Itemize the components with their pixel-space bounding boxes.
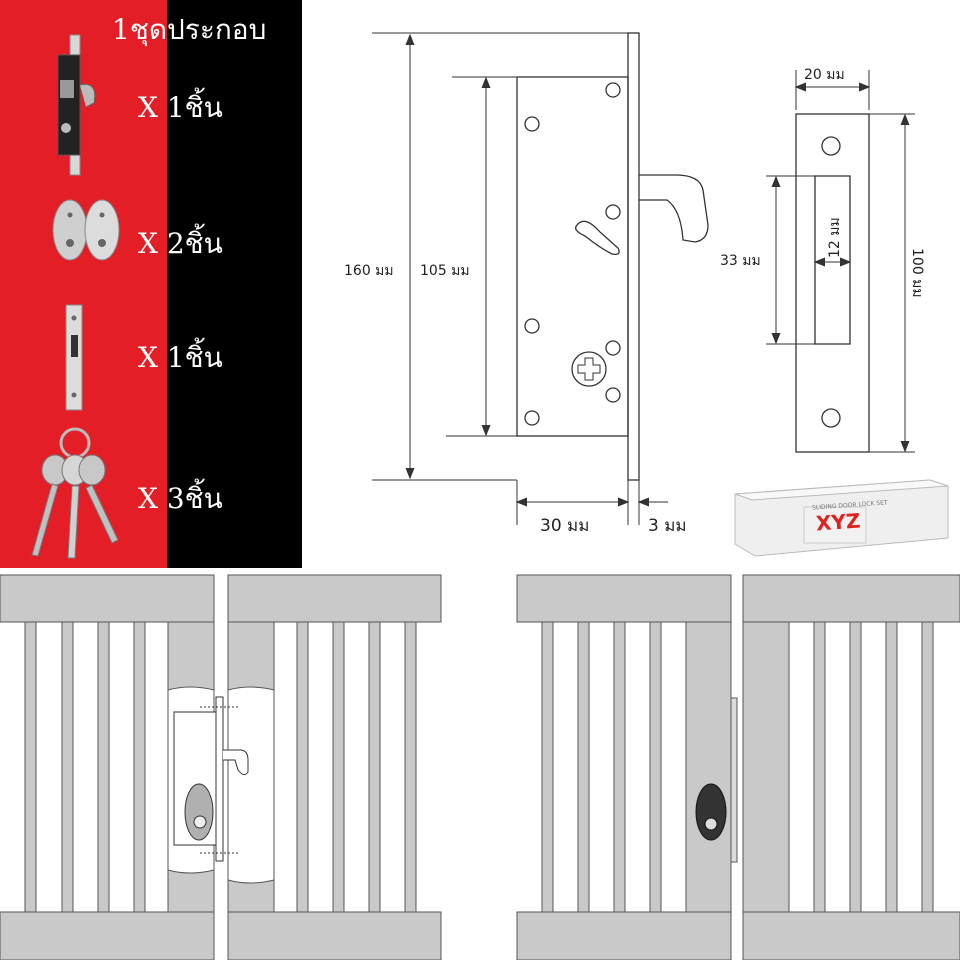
lock-faceplate — [627, 32, 640, 481]
lock-body-icon — [57, 34, 96, 176]
strike-slot — [814, 175, 851, 345]
product-box-photo — [734, 479, 949, 557]
body-width-label: 30 มม — [540, 516, 590, 536]
strike-plate-outline — [795, 113, 870, 453]
lock-hook — [639, 174, 709, 243]
overall-height-label: 160 มม — [344, 263, 394, 279]
quantity-lock-body: X 1ชิ้น — [138, 91, 223, 124]
package-black-panel — [167, 0, 302, 568]
package-title: 1ชุดประกอบ — [112, 13, 267, 46]
strike-height-label: 100 มม — [909, 248, 925, 298]
lock-dimension-lines — [372, 32, 668, 525]
quantity-escutcheon-plates: X 2ชิ้น — [138, 227, 223, 260]
faceplate-thickness-label: 3 มม — [648, 516, 687, 536]
strike-dimension-lines — [766, 70, 915, 453]
quantity-strike-plate: X 1ชิ้น — [138, 341, 223, 374]
quantity-keys: X 3ชิ้น — [138, 482, 223, 515]
strike-width-label: 20 มม — [804, 67, 845, 83]
escutcheon-plate-icon — [52, 199, 120, 261]
lock-drawing — [516, 32, 709, 481]
box-brand: XYZ — [815, 508, 862, 536]
strike-plate-icon — [65, 304, 83, 411]
strike-slot-height-label: 33 มม — [720, 253, 761, 269]
install-view-open — [0, 574, 442, 960]
keys-icon — [31, 427, 119, 559]
strike-slot-width-label: 12 มม — [827, 217, 843, 258]
install-view-closed — [516, 574, 960, 960]
strike-drawing — [795, 113, 870, 453]
body-height-label: 105 มม — [420, 263, 470, 279]
